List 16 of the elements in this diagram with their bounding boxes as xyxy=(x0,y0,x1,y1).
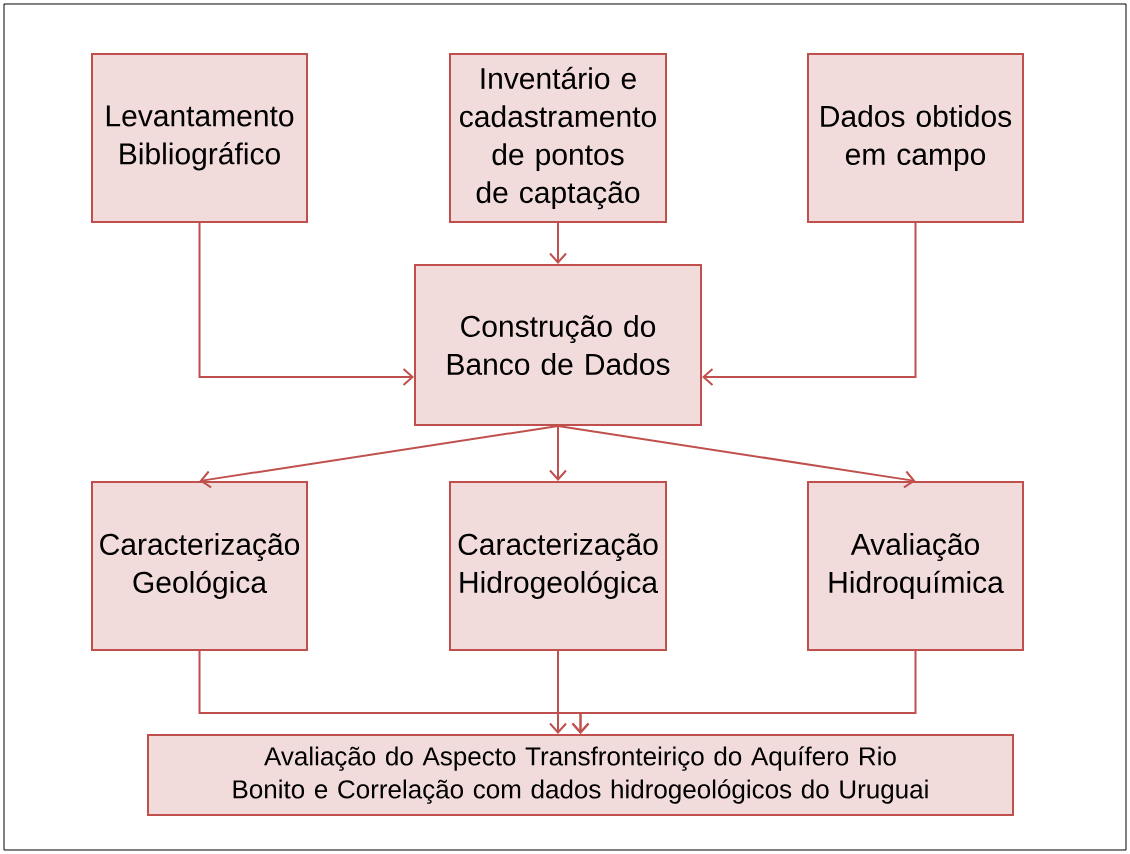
process-box: Avaliação do Aspecto Transfronteiriço do Aquífero Rio Bonito e Correlação com dados hidrogeológicos do Uruguai xyxy=(147,734,1014,816)
arrow xyxy=(557,425,916,489)
process-box: Inventário e cadastramento de pontos de captação xyxy=(449,53,667,223)
arrow xyxy=(198,222,414,386)
process-box: Dados obtidos em campo xyxy=(807,53,1024,223)
process-box: Levantamento Bibliográfico xyxy=(91,53,308,223)
arrow xyxy=(549,425,567,481)
process-box: Caracterização Hidrogeológica xyxy=(449,481,667,651)
arrow xyxy=(571,650,917,734)
process-box: Construção do Banco de Dados xyxy=(414,264,702,426)
arrow xyxy=(549,650,567,734)
arrow xyxy=(199,425,559,489)
process-box: Caracterização Geológica xyxy=(91,481,308,651)
arrow xyxy=(702,222,917,386)
arrow xyxy=(549,222,567,264)
process-box: Avaliação Hidroquímica xyxy=(807,481,1024,651)
